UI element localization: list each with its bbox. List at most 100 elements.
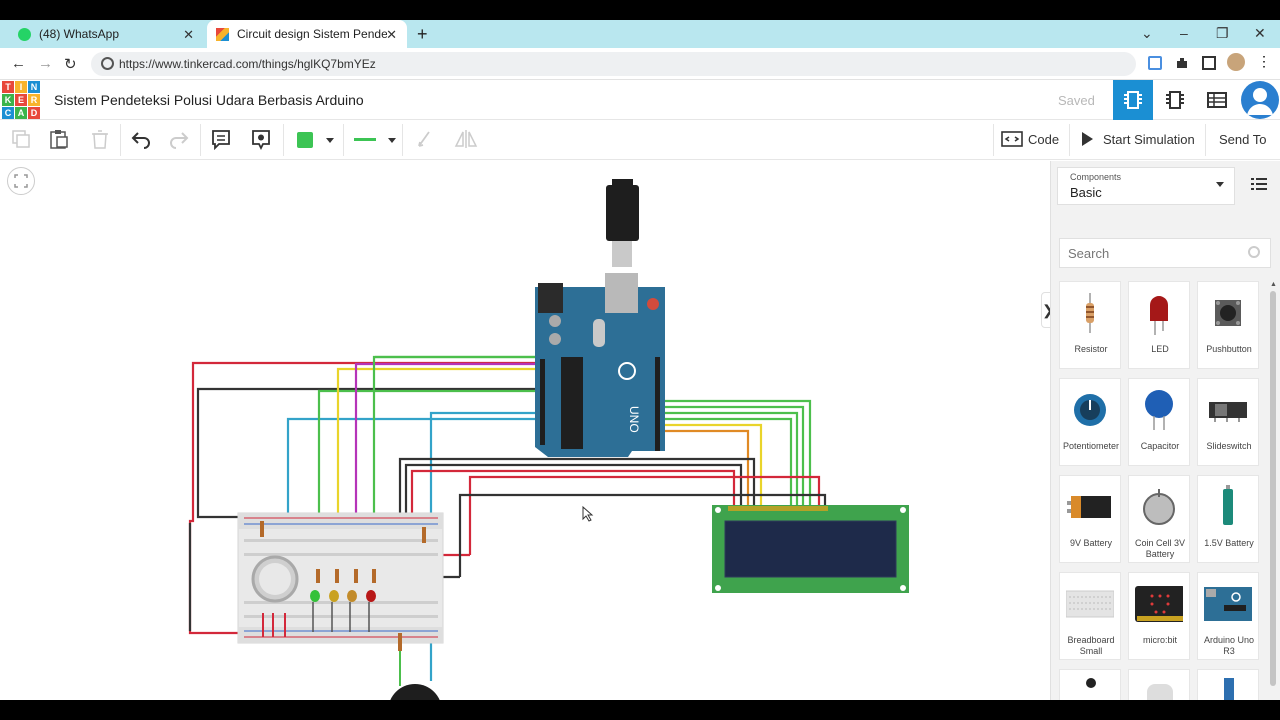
chip-outline-icon (1166, 91, 1184, 109)
component-card-partial[interactable] (1197, 669, 1259, 700)
panel-scrollbar[interactable]: ▲ (1269, 281, 1277, 696)
component-label: Potentiometer (1062, 441, 1120, 451)
list-view-icon[interactable] (1251, 177, 1267, 191)
reload-icon[interactable]: ↻ (64, 56, 77, 73)
puzzle-icon[interactable] (1175, 56, 1189, 70)
undo-icon[interactable] (130, 128, 154, 152)
component-label: micro:bit (1142, 635, 1177, 645)
menu-dots-icon[interactable]: ⋮ (1257, 53, 1271, 69)
component-label: 1.5V Battery (1204, 538, 1254, 548)
back-icon[interactable]: ← (11, 55, 26, 72)
slideswitch-icon (1204, 385, 1252, 435)
rotate-icon[interactable] (413, 128, 437, 152)
extension-icon[interactable] (1148, 56, 1162, 70)
send-to-button[interactable]: Send To (1219, 132, 1267, 147)
url-text: https://www.tinkercad.com/things/hglKQ7b… (119, 57, 376, 71)
copy-icon[interactable] (10, 128, 34, 152)
microbit-icon (1135, 579, 1183, 629)
logo-letter: I (15, 81, 27, 93)
component-label: Arduino Uno R3 (1203, 635, 1255, 656)
battery-9v-icon (1066, 482, 1114, 532)
tab-whatsapp[interactable]: (48) WhatsApp ✕ (8, 20, 204, 48)
component-card-microbit[interactable]: micro:bit (1128, 572, 1190, 660)
profile-avatar[interactable] (1227, 53, 1245, 71)
notes-icon[interactable] (210, 128, 234, 152)
component-card-capacitor[interactable]: Capacitor (1128, 378, 1190, 466)
app-header: T I N K E R C A D Sistem Pendeteksi Polu… (0, 80, 1280, 120)
code-icon[interactable] (1001, 128, 1025, 152)
logo-letter: C (2, 107, 14, 119)
close-icon[interactable]: ✕ (386, 27, 397, 42)
zoom-to-fit-button[interactable] (7, 167, 35, 195)
component-label: LED (1151, 344, 1169, 354)
start-simulation-button[interactable]: Start Simulation (1103, 132, 1195, 147)
url-bar[interactable]: https://www.tinkercad.com/things/hglKQ7b… (91, 52, 1136, 76)
code-button[interactable]: Code (1028, 132, 1060, 147)
component-card-resistor[interactable]: Resistor (1059, 281, 1121, 369)
close-icon[interactable]: ✕ (183, 27, 194, 42)
wire-green-1 (317, 389, 535, 573)
battery-aa-icon (1204, 482, 1252, 532)
logo-letter: K (2, 94, 14, 106)
play-icon[interactable] (1080, 131, 1104, 155)
minimize-icon[interactable]: – (1180, 25, 1188, 41)
redo-icon[interactable] (168, 128, 192, 152)
forward-icon[interactable]: → (38, 55, 53, 72)
maximize-icon[interactable]: ❐ (1216, 25, 1229, 41)
wire-lcd-red-1 (410, 469, 736, 527)
component-card-partial[interactable] (1128, 669, 1190, 700)
component-card-slideswitch[interactable]: Slideswitch (1197, 378, 1259, 466)
caret-down-icon (1216, 182, 1224, 187)
paste-icon[interactable] (48, 128, 72, 152)
wire-type-picker[interactable] (352, 128, 398, 152)
site-info-icon[interactable] (101, 57, 114, 70)
component-card-potentiometer[interactable]: Potentiometer (1059, 378, 1121, 466)
components-dropdown[interactable]: Components Basic (1057, 167, 1235, 205)
component-search-input[interactable] (1059, 238, 1271, 268)
user-avatar[interactable] (1241, 81, 1279, 119)
component-card-breadboard-small[interactable]: Breadboard Small (1059, 572, 1121, 660)
wire-lcd-black-1 (398, 457, 756, 523)
new-tab-icon[interactable]: + (417, 24, 428, 44)
window-close-icon[interactable]: ✕ (1254, 25, 1266, 41)
component-card-9v-battery[interactable]: 9V Battery (1059, 475, 1121, 563)
component-label: 9V Battery (1069, 538, 1113, 548)
tab-tinkercad[interactable]: Circuit design Sistem Pendeteksi ✕ (207, 20, 407, 48)
design-title[interactable]: Sistem Pendeteksi Polusi Udara Berbasis … (54, 92, 364, 108)
mouse-cursor (582, 505, 594, 522)
wire-cyan-1 (286, 417, 535, 541)
components-panel: Components Basic Resistor LED Pushbutton… (1050, 161, 1280, 700)
motor-icon (1147, 684, 1173, 700)
breadboard-icon (1066, 579, 1114, 629)
schematic-view-button[interactable] (1155, 80, 1195, 120)
component-card-partial[interactable] (1059, 669, 1121, 700)
component-label: Coin Cell 3V Battery (1134, 538, 1186, 559)
tinkercad-logo[interactable]: T I N K E R C A D (2, 81, 40, 119)
delete-icon[interactable] (89, 128, 113, 152)
potentiometer-icon (1066, 385, 1114, 435)
tab-label: (48) WhatsApp (39, 27, 120, 41)
component-card-arduino-uno[interactable]: Arduino Uno R3 (1197, 572, 1259, 660)
component-card-pushbutton[interactable]: Pushbutton (1197, 281, 1259, 369)
component-card-coin-cell[interactable]: Coin Cell 3V Battery (1128, 475, 1190, 563)
servo-icon (1224, 678, 1234, 700)
usb-cable (606, 179, 639, 267)
toolbar: Code Start Simulation Send To (0, 120, 1280, 160)
circuit-view-button[interactable] (1113, 80, 1153, 120)
wire-lcd-green-2 (665, 405, 805, 505)
workplane-canvas[interactable]: UNO (0, 161, 1050, 700)
wire-color-picker[interactable] (295, 128, 335, 152)
bom-view-button[interactable] (1197, 80, 1237, 120)
scrollbar-thumb[interactable] (1270, 291, 1276, 686)
logo-letter: D (28, 107, 40, 119)
component-card-led[interactable]: LED (1128, 281, 1190, 369)
component-card-1-5v-battery[interactable]: 1.5V Battery (1197, 475, 1259, 563)
wire-yellow-1 (336, 367, 605, 573)
sidepanel-icon[interactable] (1202, 56, 1216, 70)
resistor-icon (1066, 288, 1114, 338)
circuit-drawing: UNO (188, 179, 909, 700)
notes-visibility-icon[interactable] (250, 128, 274, 152)
wire-lcd-yellow (665, 423, 763, 505)
tab-search-icon[interactable]: ⌄ (1141, 25, 1153, 41)
flip-icon[interactable] (454, 128, 478, 152)
